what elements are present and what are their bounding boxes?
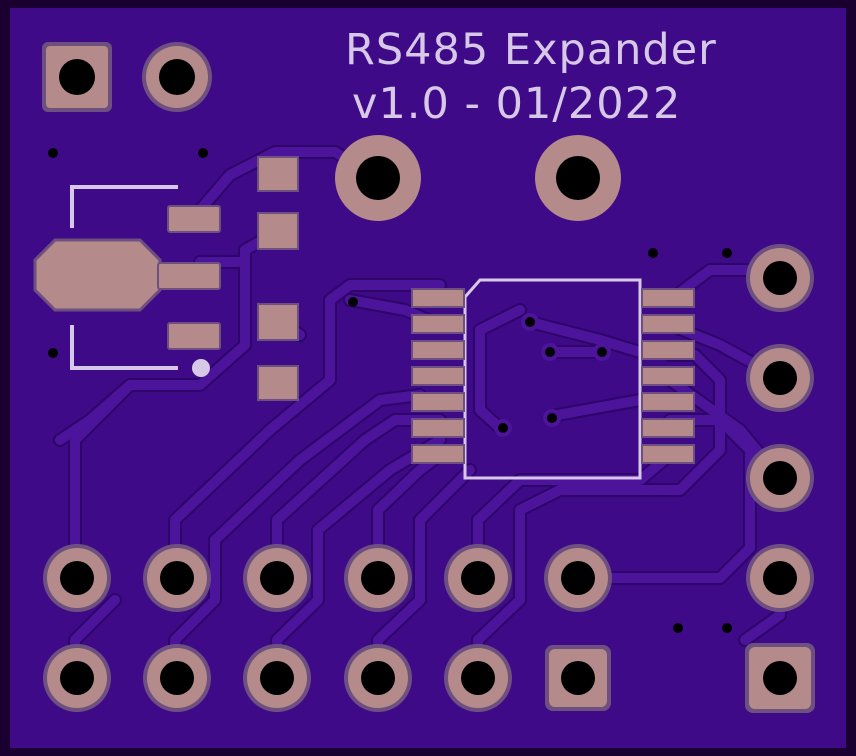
pad-drill	[556, 156, 600, 200]
ic-chip	[411, 278, 695, 480]
pad-drill	[159, 59, 195, 95]
pad-drill	[59, 59, 95, 95]
regulator-outline	[70, 325, 178, 370]
large-pads	[335, 135, 621, 221]
pad-drill	[356, 156, 400, 200]
ic-pads-left	[411, 288, 465, 464]
regulator-outline	[70, 185, 178, 228]
header-right	[745, 244, 815, 713]
smd-pads	[257, 156, 299, 401]
header-bottom	[43, 544, 612, 712]
regulator-pin-pad	[167, 205, 221, 233]
board-version: v1.0 - 01/2022	[352, 79, 681, 129]
regulator-tab-pad	[33, 238, 162, 312]
board-title: RS485 Expander	[345, 25, 717, 75]
pin1-marker	[192, 359, 210, 377]
regulator	[33, 185, 221, 377]
ic-pads-right	[641, 288, 695, 464]
header-top-left	[42, 42, 212, 112]
vias	[48, 148, 732, 633]
regulator-pin-pad	[167, 322, 221, 350]
ic-outline	[463, 278, 642, 480]
regulator-pin-pad	[157, 262, 221, 290]
